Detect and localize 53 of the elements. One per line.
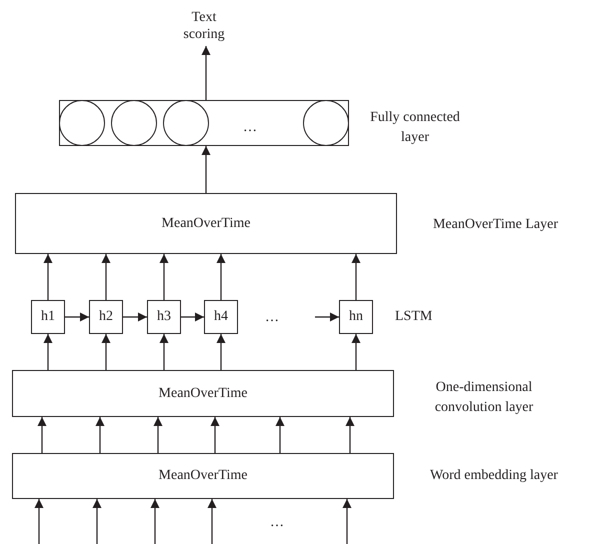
- layer-caption: MeanOverTime Layer: [432, 216, 560, 234]
- arrow: [38, 417, 46, 453]
- arrow: [102, 334, 110, 370]
- output-label: Text scoring: [174, 6, 234, 46]
- arrow: [160, 334, 168, 370]
- arrow: [216, 254, 226, 300]
- node-text: h3: [157, 308, 171, 326]
- arrow: [154, 417, 162, 453]
- arrow: [346, 417, 354, 453]
- arrow: [202, 46, 210, 100]
- layer-box: [12, 370, 394, 417]
- node-text: h1: [41, 308, 55, 326]
- node-text: MeanOverTime: [158, 384, 248, 402]
- ellipsis: …: [270, 514, 284, 532]
- node-text: h4: [214, 308, 228, 326]
- arrow: [216, 334, 226, 370]
- node-text: MeanOverTime: [158, 467, 248, 485]
- ellipsis: …: [265, 309, 279, 327]
- layer-box: [12, 453, 394, 499]
- layer-caption: LSTM: [395, 308, 432, 326]
- arrow: [65, 312, 89, 322]
- layer-box: [59, 100, 349, 146]
- lstm-cell: [339, 300, 373, 334]
- arrow: [315, 312, 339, 322]
- ellipsis: …: [243, 119, 257, 137]
- arrow: [276, 417, 284, 453]
- arrow: [181, 312, 204, 322]
- arrow: [160, 254, 168, 300]
- arrow: [352, 334, 360, 370]
- arrow: [150, 499, 160, 544]
- arrow: [44, 334, 52, 370]
- lstm-cell: [89, 300, 123, 334]
- lstm-cell: [31, 300, 65, 334]
- layer-box: [15, 193, 397, 254]
- arrow: [123, 312, 147, 322]
- node-text: MeanOverTime: [162, 214, 250, 232]
- node-text: hn: [349, 308, 363, 326]
- layer-caption: One-dimensional convolution layer: [434, 379, 534, 417]
- arrow: [96, 417, 104, 453]
- arrow: [352, 254, 360, 300]
- node-text: h2: [99, 308, 113, 326]
- layer-caption: Word embedding layer: [429, 467, 559, 485]
- arrow: [92, 499, 102, 544]
- arrow: [210, 417, 220, 453]
- layer-caption: Fully connected layer: [369, 109, 461, 147]
- arrow: [102, 254, 110, 300]
- lstm-cell: [147, 300, 181, 334]
- arrow: [202, 146, 210, 193]
- arrow: [342, 499, 352, 544]
- lstm-cell: [204, 300, 238, 334]
- arrow: [34, 499, 44, 544]
- arrow: [44, 254, 52, 300]
- arrow: [208, 499, 216, 544]
